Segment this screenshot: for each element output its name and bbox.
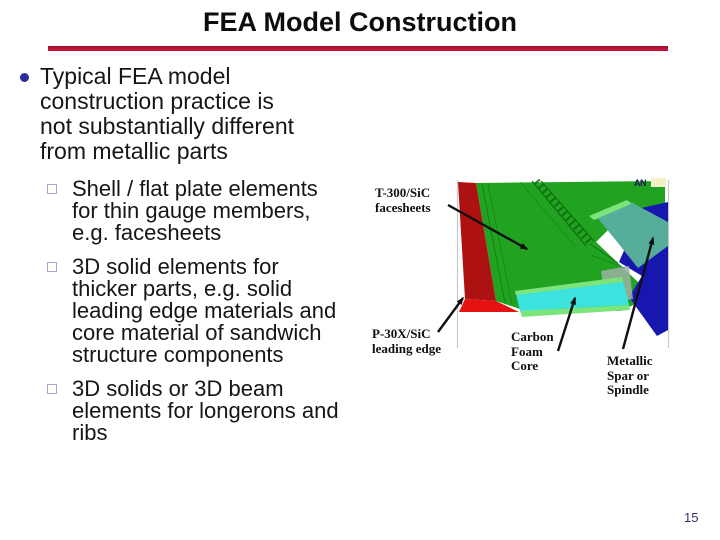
arrow-metallic-spar	[621, 236, 655, 350]
model-edge-highlight-bottom	[520, 305, 630, 317]
model-seam-line	[487, 183, 513, 306]
ansys-logo-box	[651, 178, 666, 187]
model-seam-line	[590, 254, 626, 269]
arrow-facesheets	[447, 203, 529, 251]
list-item: 3D solids or 3D beam elements for longer…	[47, 378, 370, 444]
model-mesh-rail	[531, 180, 587, 247]
title-underline-rule	[48, 46, 668, 51]
label-carbon-foam: Carbon Foam Core	[511, 329, 554, 374]
model-seam-line	[589, 243, 619, 264]
fea-model-rendering	[437, 178, 670, 352]
square-bullet-icon	[47, 384, 57, 394]
model-mesh-rail	[540, 180, 595, 242]
label-metallic-spar: Metallic Spar or Spindle	[607, 353, 653, 398]
arrow-leading-edge	[437, 296, 464, 333]
main-bullet-text: Typical FEA model construction practice …	[40, 63, 295, 164]
model-leading-edge-accent	[459, 299, 519, 312]
square-bullet-icon	[47, 262, 57, 272]
model-foam-core-region	[516, 281, 629, 311]
model-edge-highlight-mid	[515, 277, 623, 295]
fea-model-figure: T-300/SiC facesheets P-30X/SiC leading e…	[370, 170, 720, 410]
model-mesh-ladder	[533, 178, 593, 246]
label-leading-edge: P-30X/SiC leading edge	[372, 326, 441, 356]
page-number: 15	[684, 510, 699, 525]
model-edge-highlight-top	[589, 200, 631, 220]
page-title: FEA Model Construction	[203, 7, 517, 37]
arrow-carbon-foam	[556, 296, 577, 352]
square-bullet-icon	[47, 184, 57, 194]
bullet-dot-icon	[20, 73, 29, 82]
model-seam-line	[481, 183, 506, 304]
sub-bullet-text: Shell / flat plate elements for thin gau…	[72, 176, 318, 245]
model-seam-line	[519, 181, 576, 247]
label-facesheets: T-300/SiC facesheets	[375, 185, 431, 215]
list-item: Typical FEA model construction practice …	[18, 64, 370, 164]
bullet-list: Typical FEA model construction practice …	[18, 64, 370, 456]
ansys-logo: AN	[634, 178, 647, 188]
list-item: Shell / flat plate elements for thin gau…	[47, 178, 370, 244]
model-leading-edge-region	[458, 182, 496, 301]
sub-bullet-text: 3D solids or 3D beam elements for longer…	[72, 376, 339, 445]
sub-bullet-text: 3D solid elements for thicker parts, e.g…	[72, 254, 337, 367]
list-item: 3D solid elements for thicker parts, e.g…	[47, 256, 370, 366]
